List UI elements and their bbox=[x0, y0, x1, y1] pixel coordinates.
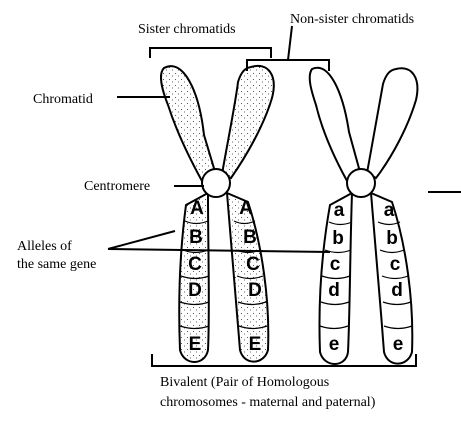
allele-left-a: A bbox=[190, 198, 204, 219]
chromatid-upper-right-2 bbox=[367, 68, 417, 178]
allele-left-d: D bbox=[188, 280, 202, 301]
paternal-chromosome: a b c d e a b c d e bbox=[310, 68, 418, 364]
non-sister-chromatids-label: Non-sister chromatids bbox=[290, 12, 414, 27]
non-sister-pointer-line bbox=[288, 26, 292, 60]
alleles-label-line1: Alleles of bbox=[17, 239, 72, 254]
chromatid-label: Chromatid bbox=[33, 92, 93, 107]
allele-right-b: B bbox=[243, 227, 257, 248]
centromere-right bbox=[347, 169, 375, 197]
allele-left-b: B bbox=[189, 227, 203, 248]
allele-right-d-2: d bbox=[391, 280, 403, 301]
allele-left-d-2: d bbox=[328, 280, 340, 301]
allele-left-b-2: b bbox=[332, 228, 344, 249]
bivalent-label-line1: Bivalent (Pair of Homologous bbox=[160, 375, 329, 390]
allele-left-c-2: c bbox=[330, 254, 341, 275]
centromere-left bbox=[202, 169, 230, 197]
allele-left-a-2: a bbox=[334, 200, 345, 221]
alleles-label-line2: the same gene bbox=[17, 257, 96, 272]
chromatid-upper-left-2 bbox=[310, 68, 360, 188]
allele-right-e-2: e bbox=[393, 334, 404, 355]
allele-right-e: E bbox=[249, 334, 262, 355]
sister-chromatids-bracket bbox=[150, 48, 271, 58]
allele-right-c: C bbox=[246, 254, 260, 275]
allele-right-a-2: a bbox=[384, 200, 395, 221]
allele-left-c: C bbox=[188, 254, 202, 275]
alleles-pointer-line-1 bbox=[108, 231, 175, 249]
chromatid-upper-right bbox=[222, 66, 274, 178]
allele-right-c-2: c bbox=[390, 254, 401, 275]
sister-chromatids-label: Sister chromatids bbox=[138, 22, 236, 37]
maternal-chromosome: A B C D E A B C D E bbox=[161, 66, 274, 362]
allele-right-a: A bbox=[239, 198, 253, 219]
bivalent-label-line2: chromosomes - maternal and paternal) bbox=[160, 395, 376, 410]
centromere-label: Centromere bbox=[84, 179, 150, 194]
alleles-pointer-line-2 bbox=[108, 249, 330, 252]
allele-left-e-2: e bbox=[329, 334, 340, 355]
allele-left-e: E bbox=[189, 334, 202, 355]
allele-right-d: D bbox=[248, 280, 262, 301]
allele-right-b-2: b bbox=[386, 228, 398, 249]
